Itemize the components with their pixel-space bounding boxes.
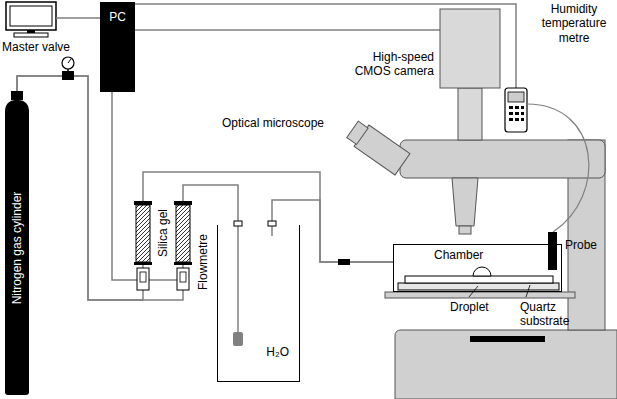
camera-neck (458, 88, 482, 140)
probe-wire (527, 104, 589, 232)
control-wire (112, 92, 137, 280)
gas-or-signal-line (17, 76, 393, 300)
column-cap (134, 201, 152, 205)
quartz-substrate (405, 276, 553, 283)
gas-or-signal-line (17, 76, 238, 300)
microscope-base (395, 330, 617, 399)
microscope-head (400, 140, 605, 178)
meter-key (521, 112, 524, 115)
chamber-box: Chamber (393, 244, 562, 292)
gauge-stem (67, 69, 69, 71)
node-text: Nitrogen gas cylinder (10, 191, 24, 304)
gas-or-signal-line (135, 4, 516, 88)
probe-label: Probe (565, 238, 597, 252)
meter-key (521, 106, 524, 109)
node-text: High-speed CMOS camera (346, 50, 434, 79)
gas-or-signal-line (272, 200, 393, 262)
computer-box: PC (100, 2, 135, 92)
inlet-nozzle (338, 259, 350, 265)
gas-or-signal-line (135, 29, 440, 31)
droplet-label: Droplet (450, 300, 489, 314)
control-wire (149, 279, 177, 281)
flowmeter (137, 268, 149, 290)
node-text: Humidity temperature metre (538, 2, 610, 45)
meter-key (515, 112, 519, 115)
pressure-gauge (62, 57, 74, 69)
objective-lens (452, 178, 478, 226)
camera-body (440, 9, 500, 88)
monitor-cable (56, 17, 100, 19)
node-text: H₂O (266, 345, 289, 359)
gauge-needle (68, 59, 71, 63)
meter-key (515, 106, 519, 109)
meter-key (509, 112, 513, 115)
eyepiece-group (345, 119, 410, 175)
cylinder-valve (11, 91, 23, 100)
column-cap (174, 201, 192, 205)
meter-screen (508, 92, 524, 102)
outlet-tube (271, 225, 273, 236)
flowmeter-window (140, 272, 146, 282)
meter-key (521, 118, 524, 121)
flowmeter-window (180, 272, 186, 282)
silica-gel-column (176, 205, 190, 262)
monitor-frame (6, 2, 56, 30)
microscope-label: Optical microscope (222, 116, 324, 130)
flowmeter (177, 268, 189, 290)
water-bottle: H₂O (217, 225, 300, 382)
leader-line (526, 285, 530, 297)
tube-fitting (268, 221, 276, 226)
tube-fitting (234, 221, 242, 226)
meter-box: Humidity temperature metre (505, 88, 527, 132)
probe-body (548, 232, 557, 270)
meter-key (515, 118, 519, 121)
microscope-stage (385, 292, 575, 298)
droplet-shape (473, 267, 491, 276)
humidity-meter (505, 88, 527, 132)
gas-cylinder: Nitrogen gas cylinder (5, 100, 29, 395)
light-source (470, 336, 545, 342)
valve-label: Master valve (2, 40, 70, 54)
keyboard (14, 33, 48, 37)
ocular (347, 121, 368, 144)
bubbler-tube (237, 225, 239, 332)
node-text: Chamber (434, 248, 483, 262)
silica-gel-label: Silica gel (156, 209, 170, 257)
camera-box: High-speed CMOS camera (440, 9, 500, 88)
node-text: PC (100, 2, 135, 24)
meter-key (509, 106, 513, 109)
bubbler-stone (233, 332, 243, 346)
substrate-label: Quartz substrate (520, 300, 582, 329)
column-cap (134, 262, 152, 265)
objective-tip (459, 226, 471, 234)
valve-body (62, 71, 74, 80)
column-cap (174, 262, 192, 265)
stage-plate (398, 283, 559, 290)
monitor-screen (10, 6, 52, 26)
meter-key (509, 118, 513, 121)
flowmeter-label: Flowmetre (196, 234, 210, 290)
silica-gel-column (136, 205, 150, 262)
